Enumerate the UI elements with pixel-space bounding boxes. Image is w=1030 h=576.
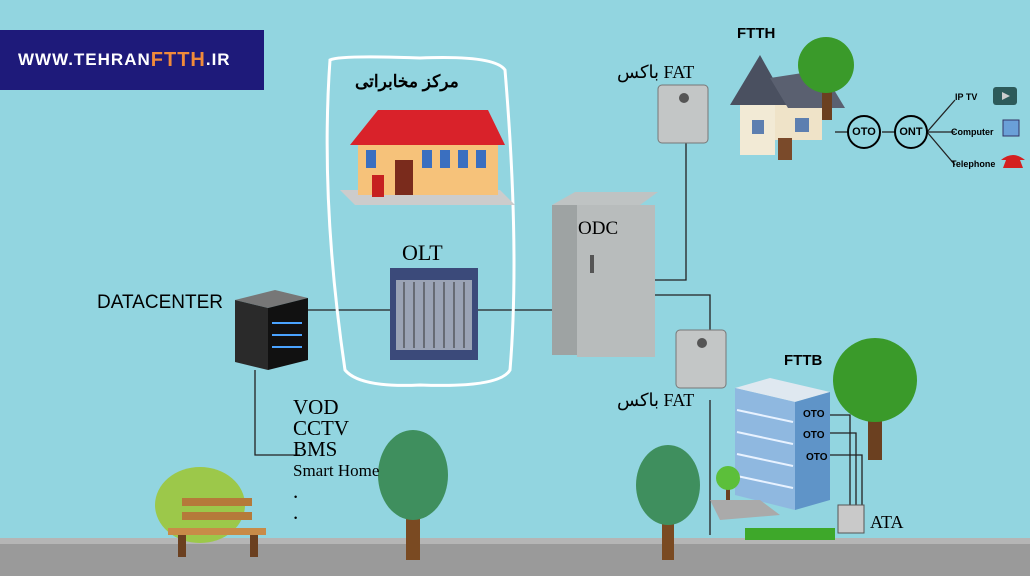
datacenter-label: DATACENTER [97,292,223,313]
oto-label-1: OTO [803,409,825,420]
ata-device [837,504,865,534]
fat-box-bottom [675,329,727,389]
logo-text-suffix: .IR [205,50,231,69]
service-item: . [293,500,299,524]
fttb-building [710,378,830,520]
central-office-label: مرکز مخابراتی [355,72,459,91]
tree [833,338,917,460]
logo-text-ftth: FTTH [150,48,206,71]
tree [798,37,854,120]
service-item: CCTV [293,416,350,440]
olt-device [390,268,478,360]
computer-icon [1002,119,1020,137]
fat-label-bottom: باکس FAT [617,390,695,410]
services-list: VOD CCTV BMS Smart Home . . [293,397,379,523]
olt-label: OLT [402,240,443,265]
datacenter-server [235,290,308,370]
small-tree [716,466,740,500]
ground [0,542,1030,576]
central-office-outline [325,55,516,387]
fat-box-top [657,84,709,144]
fttb-label: FTTB [784,352,823,369]
odc-label: ODC [578,218,619,239]
odc-cabinet [552,192,658,357]
service-item: Smart Home [293,461,380,480]
ftth-label: FTTH [737,25,776,42]
oto-label-3: OTO [806,452,828,463]
oto-label-2: OTO [803,430,825,441]
phone-icon [1001,155,1025,168]
tree [636,445,700,560]
fiber-lines [254,99,956,535]
tree [378,430,448,560]
service-item: VOD [293,395,339,419]
central-office-building [340,110,515,205]
logo-text: WWW.TEHRAN [18,50,151,69]
fat-label-top: باکس FAT [617,62,695,82]
computer-label: Computer [951,127,994,137]
ont-node: ONT [894,115,928,149]
telephone-label: Telephone [951,159,996,169]
service-item: BMS [293,437,338,461]
service-item: . [293,479,299,503]
grass [745,528,835,540]
park-bench [155,467,266,557]
ip-tv-label: IP TV [955,92,978,102]
oto-node: OTO [847,115,881,149]
ata-label: ATA [870,512,904,532]
